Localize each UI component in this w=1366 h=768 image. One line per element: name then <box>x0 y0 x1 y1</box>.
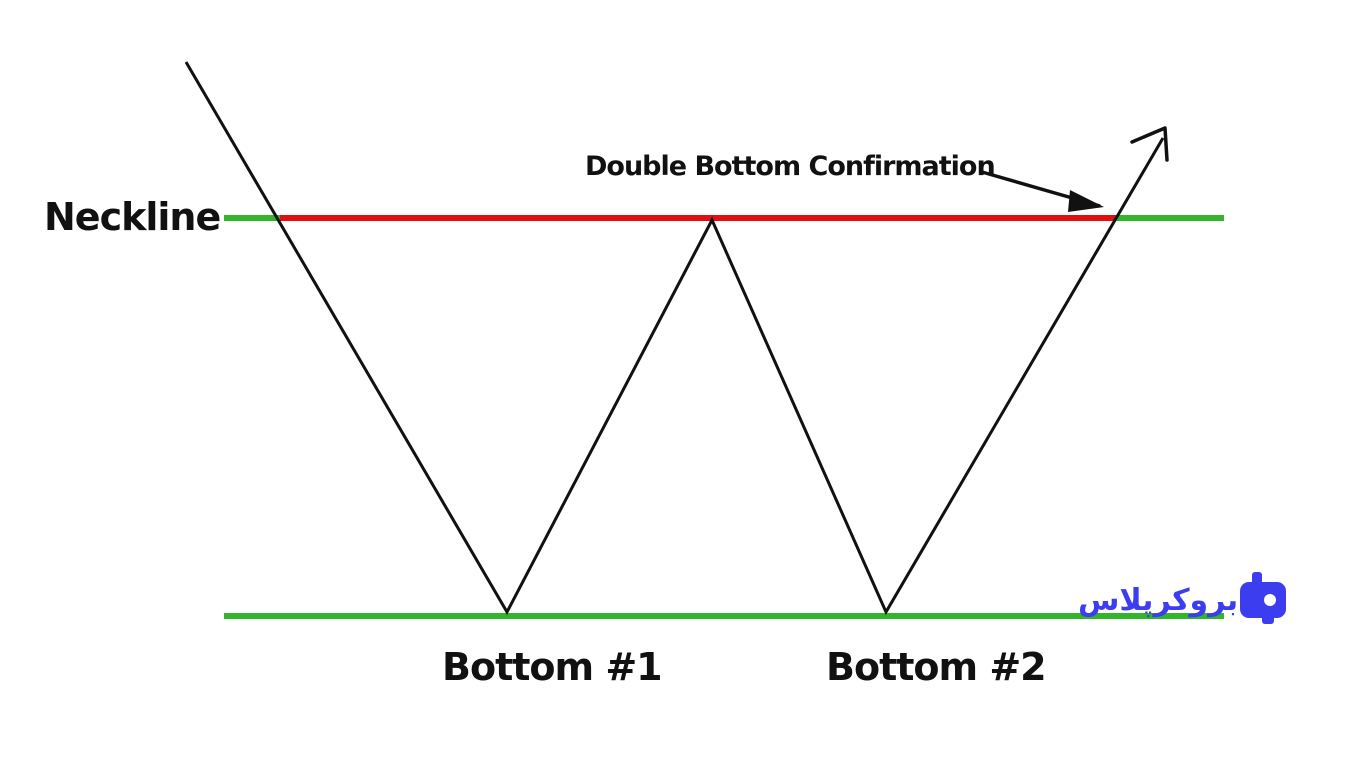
neckline-label: Neckline <box>44 195 220 239</box>
confirmation-arrowhead <box>1068 190 1104 212</box>
logo-text: بروکرپلاس <box>1078 583 1238 618</box>
bottom-1-label: Bottom #1 <box>442 645 662 689</box>
breakout-arrowhead <box>1130 126 1169 162</box>
confirmation-label: Double Bottom Confirmation <box>585 151 995 182</box>
broker-logo-icon <box>1240 572 1286 624</box>
price-path-w <box>184 61 1165 616</box>
bottom-2-label: Bottom #2 <box>826 645 1046 689</box>
broker-logo: بروکرپلاس <box>1078 572 1286 624</box>
